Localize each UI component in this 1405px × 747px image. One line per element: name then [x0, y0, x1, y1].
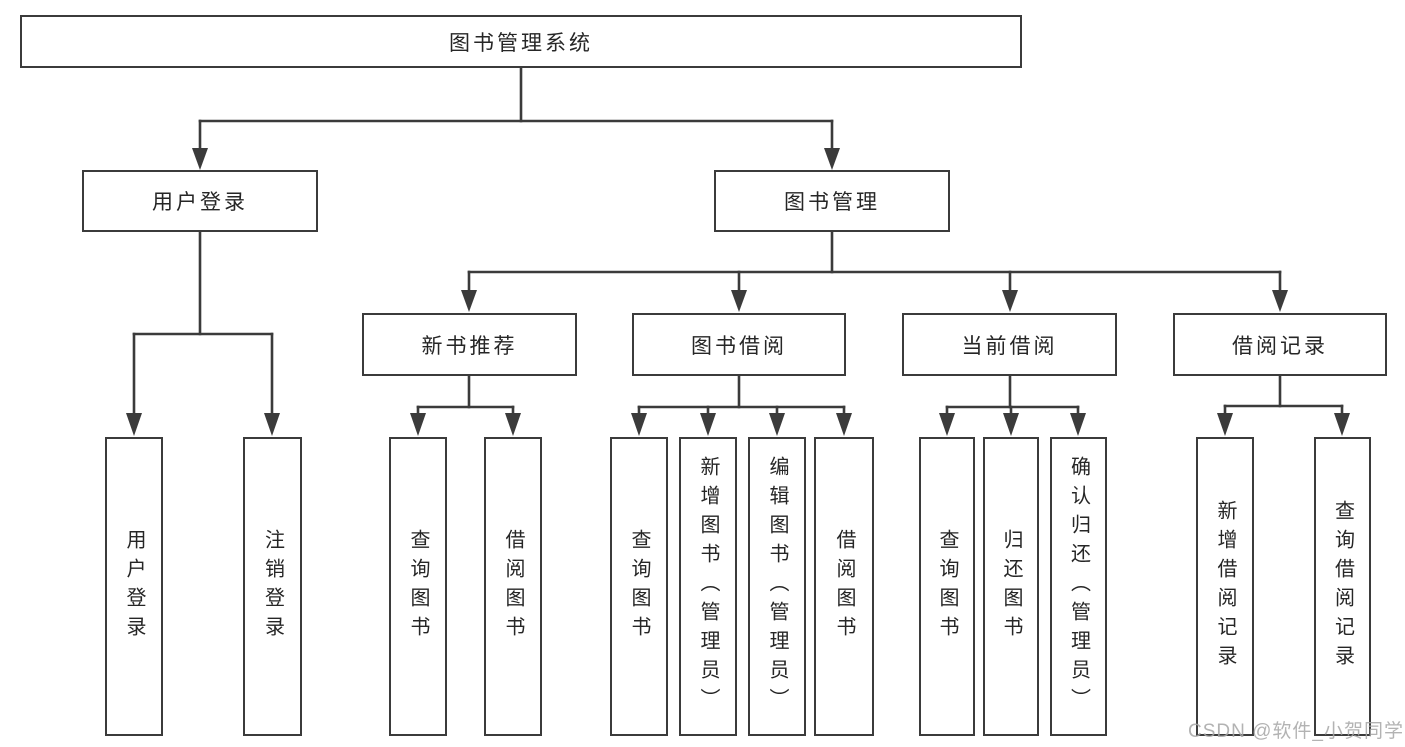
node-leaf-borrow-books-1-label: 借阅图书 [502, 528, 524, 645]
node-leaf-confirm-return-admin-label: 确认归还（管理员） [1067, 456, 1090, 717]
node-leaf-query-borrow-record: 查询借阅记录 [1314, 437, 1371, 736]
node-leaf-add-borrow-record-label: 新增借阅记录 [1214, 499, 1236, 674]
node-leaf-borrow-books-2-label: 借阅图书 [833, 528, 855, 645]
csdn-watermark: CSDN @软件_小贺同学 [1188, 721, 1404, 742]
node-leaf-edit-books-admin: 编辑图书（管理员） [748, 437, 806, 736]
node-current-borrowing-label: 当前借阅 [961, 334, 1058, 358]
node-user-login-label: 用户登录 [152, 191, 248, 214]
node-leaf-edit-books-admin-label: 编辑图书（管理员） [766, 456, 788, 717]
node-new-book-recommend-label: 新书推荐 [421, 334, 518, 358]
node-leaf-query-books-3-label: 查询图书 [936, 528, 958, 645]
node-leaf-user-login-label: 用户登录 [123, 528, 145, 645]
node-leaf-return-books: 归还图书 [983, 437, 1039, 736]
node-leaf-query-borrow-record-label: 查询借阅记录 [1331, 499, 1354, 674]
node-leaf-return-books-label: 归还图书 [1000, 528, 1022, 645]
node-leaf-query-books-2-label: 查询图书 [628, 528, 650, 645]
node-book-management: 图书管理 [714, 170, 950, 232]
node-leaf-add-books-admin-label: 新增图书（管理员） [697, 456, 719, 717]
node-leaf-query-books-2: 查询图书 [610, 437, 668, 736]
node-leaf-query-books-3: 查询图书 [919, 437, 975, 736]
node-leaf-user-login: 用户登录 [105, 437, 163, 736]
node-leaf-add-borrow-record: 新增借阅记录 [1196, 437, 1254, 736]
node-leaf-logout: 注销登录 [243, 437, 302, 736]
node-new-book-recommend: 新书推荐 [362, 313, 577, 376]
node-leaf-query-books-1-label: 查询图书 [407, 528, 429, 645]
node-user-login: 用户登录 [82, 170, 318, 232]
node-leaf-borrow-books-2: 借阅图书 [814, 437, 874, 736]
node-current-borrowing: 当前借阅 [902, 313, 1117, 376]
node-root: 图书管理系统 [20, 15, 1022, 68]
node-root-label: 图书管理系统 [449, 31, 593, 55]
node-leaf-add-books-admin: 新增图书（管理员） [679, 437, 737, 736]
node-borrowing-records: 借阅记录 [1173, 313, 1387, 376]
node-leaf-confirm-return-admin: 确认归还（管理员） [1050, 437, 1107, 736]
node-book-management-label: 图书管理 [784, 191, 880, 214]
node-borrowing-records-label: 借阅记录 [1232, 334, 1328, 358]
node-leaf-query-books-1: 查询图书 [389, 437, 447, 736]
node-leaf-borrow-books-1: 借阅图书 [484, 437, 542, 736]
node-leaf-logout-label: 注销登录 [261, 528, 284, 645]
node-book-borrowing: 图书借阅 [632, 313, 846, 376]
node-book-borrowing-label: 图书借阅 [691, 334, 787, 358]
